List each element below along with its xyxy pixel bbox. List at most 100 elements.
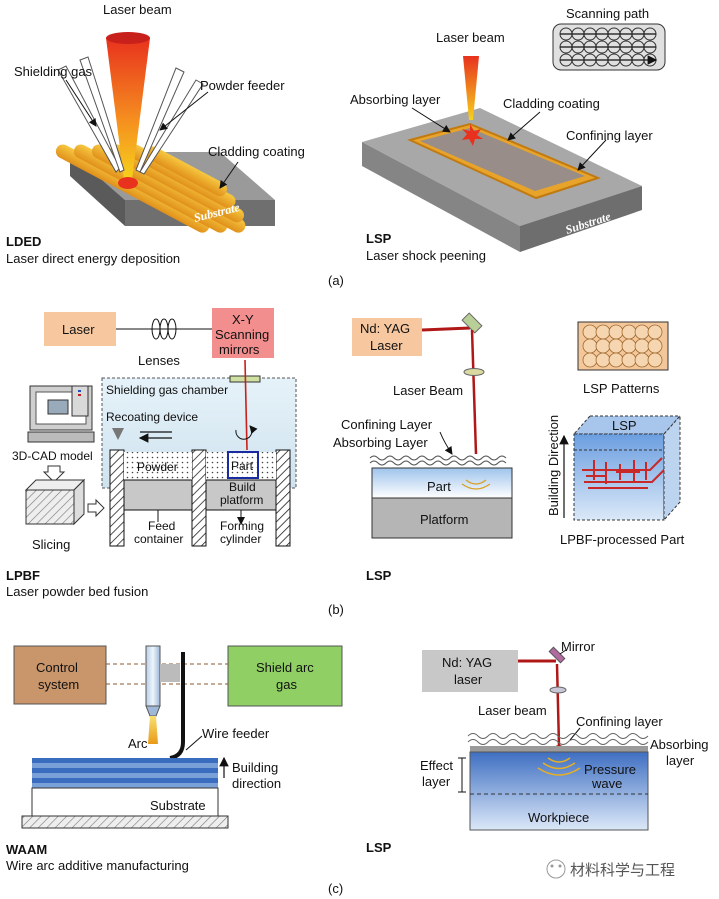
lsp-a-confining-layer-label: Confining layer	[566, 128, 653, 143]
waam-building-label-1: Building	[232, 760, 278, 775]
caption-a: (a)	[328, 273, 344, 288]
forming-cylinder-label-2: cylinder	[220, 532, 261, 546]
lsp-b-laser-box	[352, 318, 422, 356]
lsp-c-absorbing-label-1: Absorbing	[650, 737, 709, 752]
shield-label-2: gas	[276, 677, 297, 692]
lsp-c-title: LSP	[366, 840, 392, 855]
lded-laser-beam-label: Laser beam	[103, 2, 172, 17]
lsp-a-spot	[462, 124, 483, 146]
lded-subtitle: Laser direct energy deposition	[6, 251, 180, 266]
lsp-c-diagram: Nd: YAG laser Mirror Laser beam Confinin…	[366, 639, 709, 855]
lsp-b-diagram: Nd: YAG Laser Laser Beam Confining Layer…	[333, 312, 685, 583]
lsp-c-mirror-label: Mirror	[561, 639, 596, 654]
lenses-icon	[151, 318, 177, 340]
feed-wall-left	[109, 449, 125, 547]
powder-label: Powder	[137, 460, 178, 474]
cad-model-label: 3D-CAD model	[12, 449, 93, 463]
mirrors-label-3: mirrors	[219, 342, 260, 357]
lsp-b-absorbing-label: Absorbing Layer	[333, 435, 428, 450]
lsp-b-beam-1	[421, 326, 471, 332]
panel-b: Laser Lenses X-Y Scanning mirrors Shield…	[6, 308, 685, 617]
computer-icon	[27, 385, 95, 443]
pressure-label-2: wave	[591, 776, 622, 791]
recoating-label: Recoating device	[106, 410, 198, 424]
feed-container-label-2: container	[134, 532, 183, 546]
lsp-b-confining-label: Confining Layer	[341, 417, 433, 432]
pressure-wave-icon	[537, 757, 581, 776]
control-system-box	[13, 645, 107, 705]
effect-label-1: Effect	[420, 758, 453, 773]
lsp-a-confining-layer	[420, 128, 585, 191]
lsp-a-leaders	[411, 107, 607, 171]
lsp-b-laser-beam-label: Laser Beam	[393, 383, 463, 398]
waam-building-label-2: direction	[232, 776, 281, 791]
mirrors-label-1: X-Y	[232, 312, 254, 327]
lsp-b-part	[371, 467, 513, 499]
lsp-b-laser-label-2: Laser	[370, 338, 403, 353]
panel-a: Laser beam Shielding gas Powder feeder C…	[6, 2, 665, 288]
lded-diagram: Laser beam Shielding gas Powder feeder C…	[6, 2, 305, 266]
caption-c: (c)	[328, 881, 343, 896]
lsp-b-title: LSP	[366, 568, 392, 583]
lsp-patterns-icon	[577, 321, 669, 371]
cube-lsp-label: LSP	[612, 418, 637, 433]
lsp-a-subtitle: Laser shock peening	[366, 248, 486, 263]
arc-cone	[148, 716, 158, 744]
building-direction-label: Building Direction	[546, 415, 561, 516]
torch-nozzle	[145, 645, 161, 707]
build-piston	[205, 479, 277, 511]
build-wall-right	[275, 449, 291, 547]
scanning-path-icon	[552, 23, 665, 71]
lsp-b-platform	[371, 497, 513, 539]
slicing-label: Slicing	[32, 537, 70, 552]
part-label: Part	[231, 459, 254, 473]
caption-b: (b)	[328, 602, 344, 617]
feed-piston	[123, 479, 193, 511]
wire-feeder	[169, 652, 185, 760]
lded-leaders	[65, 79, 239, 189]
lsp-b-platform-label: Platform	[420, 512, 468, 527]
waam-base	[21, 815, 229, 829]
feed-container-label-1: Feed	[148, 519, 175, 533]
build-platform-label-1: Build	[229, 480, 256, 494]
lsp-b-laser-label-1: Nd: YAG	[360, 321, 410, 336]
waam-substrate-label: Substrate	[150, 798, 206, 813]
watermark-text: 材料科学与工程	[570, 861, 675, 879]
waam-substrate	[31, 787, 219, 817]
lded-cladding-beads	[55, 144, 246, 233]
lded-nozzles	[57, 56, 204, 175]
control-label-1: Control	[36, 660, 78, 675]
lsp-c-beam-2	[555, 663, 561, 747]
lsp-c-absorbing-layer	[470, 746, 648, 752]
lsp-b-confining-wave	[369, 455, 507, 461]
arc-label: Arc	[128, 736, 148, 751]
lenses-label: Lenses	[138, 353, 180, 368]
lpbf-lattice	[582, 457, 665, 489]
powder-fill	[124, 452, 192, 480]
workpiece-label: Workpiece	[528, 810, 589, 825]
right-arrow-icon	[87, 498, 105, 518]
waam-layers	[32, 758, 218, 788]
lsp-c-laser-box	[422, 650, 518, 692]
panel-c: Control system Shield arc gas Arc Wire f…	[6, 639, 709, 896]
scanning-path-label: Scanning path	[566, 6, 649, 21]
effect-label-2: layer	[422, 774, 451, 789]
wire-feeder-label: Wire feeder	[202, 726, 270, 741]
lsp-a-laser	[463, 56, 479, 120]
lsp-c-laser-beam-label: Laser beam	[478, 703, 547, 718]
pressure-label-1: Pressure	[584, 762, 636, 777]
lpbf-diagram: Laser Lenses X-Y Scanning mirrors Shield…	[6, 308, 297, 599]
shield-gas-box	[227, 645, 343, 707]
lsp-b-wave-icon	[461, 479, 491, 490]
lsp-c-confining-wave	[467, 733, 649, 745]
waam-diagram: Control system Shield arc gas Arc Wire f…	[6, 645, 343, 873]
part-box	[227, 451, 259, 479]
lsp-a-substrate-side	[362, 142, 520, 252]
lsp-a-absorbing-layer-label: Absorbing layer	[350, 92, 441, 107]
lpbf-part-cube	[572, 414, 682, 522]
shield-label-1: Shield arc	[256, 660, 314, 675]
lsp-a-substrate-front	[520, 186, 642, 252]
lded-shielding-gas-label: Shielding gas	[14, 64, 93, 79]
lded-cladding-coating-label: Cladding coating	[208, 144, 305, 159]
